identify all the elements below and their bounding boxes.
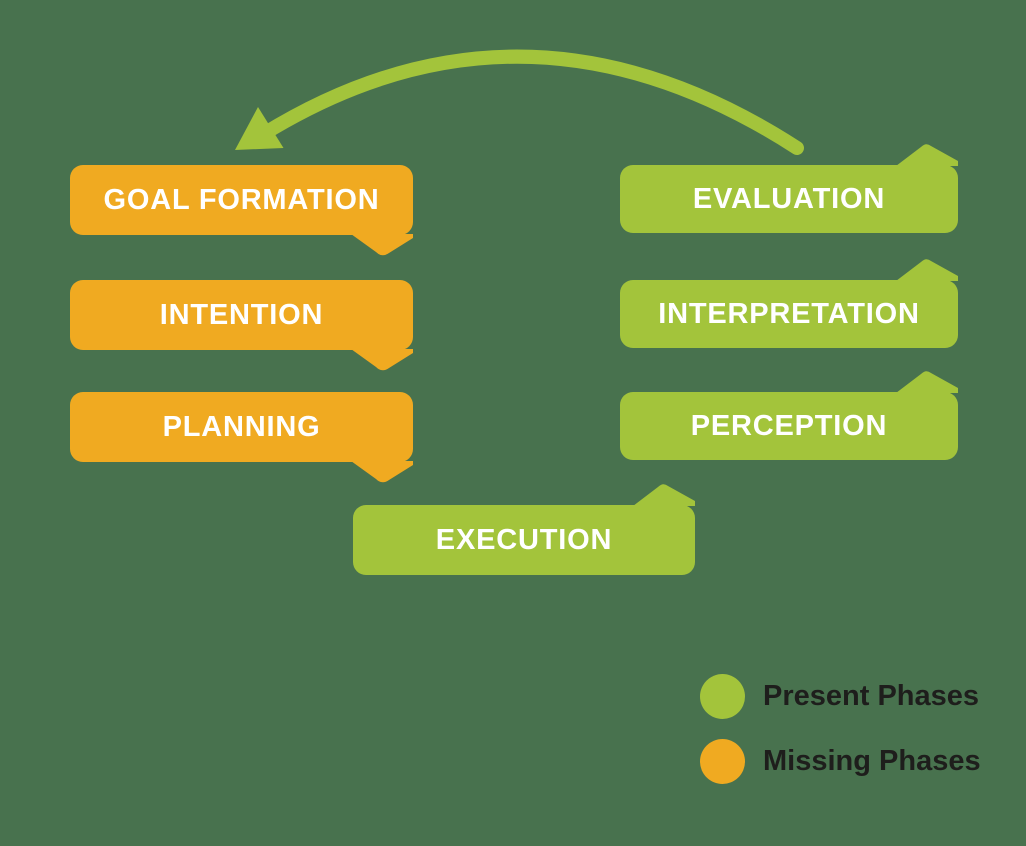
legend-missing-label: Missing Phases bbox=[763, 745, 981, 777]
phase-interpretation-tail bbox=[896, 259, 958, 281]
phase-intention: INTENTION bbox=[70, 280, 413, 371]
phase-goal-formation: GOAL FORMATION bbox=[70, 165, 413, 256]
phase-evaluation-label: EVALUATION bbox=[692, 182, 886, 215]
phase-intention-label: INTENTION bbox=[159, 298, 324, 331]
phase-goal-formation-label: GOAL FORMATION bbox=[103, 183, 380, 216]
phase-goal-formation-tail bbox=[351, 234, 413, 256]
legend-present-label: Present Phases bbox=[763, 680, 980, 712]
phase-evaluation-tail bbox=[896, 144, 958, 166]
phase-perception-tail bbox=[896, 371, 958, 393]
legend-item-present: Present Phases bbox=[700, 674, 979, 719]
present-phases-dot-icon bbox=[700, 674, 745, 719]
cycle-arrow-shaft bbox=[255, 49, 804, 155]
missing-phases-dot-icon bbox=[700, 739, 745, 784]
phase-interpretation: INTERPRETATION bbox=[620, 259, 958, 348]
phase-planning-label: PLANNING bbox=[162, 410, 321, 443]
phase-perception-label: PERCEPTION bbox=[690, 409, 888, 442]
phase-execution: EXECUTION bbox=[353, 484, 695, 575]
phase-intention-tail bbox=[351, 349, 413, 371]
cycle-arrow-head-icon bbox=[235, 107, 284, 150]
legend-item-missing: Missing Phases bbox=[700, 739, 981, 784]
phase-evaluation: EVALUATION bbox=[620, 144, 958, 233]
phase-execution-label: EXECUTION bbox=[435, 523, 613, 556]
phase-planning: PLANNING bbox=[70, 392, 413, 483]
phase-planning-tail bbox=[351, 461, 413, 483]
phase-execution-tail bbox=[633, 484, 695, 506]
phase-perception: PERCEPTION bbox=[620, 371, 958, 460]
phase-interpretation-label: INTERPRETATION bbox=[658, 297, 920, 330]
